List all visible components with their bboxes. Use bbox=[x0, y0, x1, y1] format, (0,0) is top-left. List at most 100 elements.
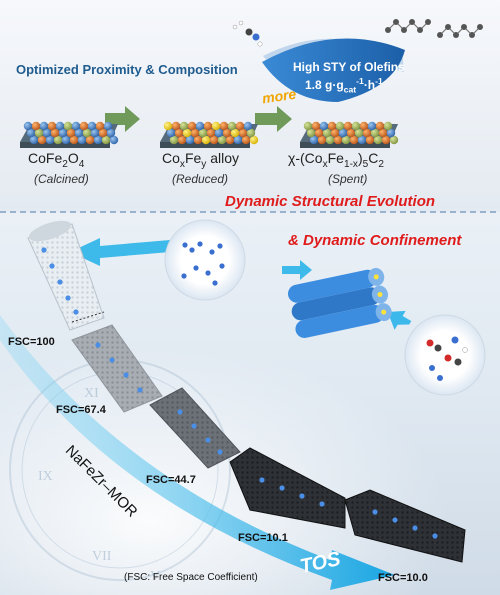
crystal-atom bbox=[77, 135, 87, 145]
crystal-atom bbox=[367, 121, 377, 131]
crystal-atom bbox=[63, 121, 73, 131]
state-spent: (Spent) bbox=[328, 172, 368, 186]
tos-arrow bbox=[0, 315, 395, 590]
formula-reduced: CoxFey alloy bbox=[162, 150, 240, 170]
crystal-atom bbox=[26, 128, 36, 138]
fsc-label-3: FSC=44.7 bbox=[146, 474, 196, 486]
channel-molecule bbox=[319, 501, 325, 507]
dynamic-confinement-title: & Dynamic Confinement bbox=[288, 232, 462, 249]
crystal-atom bbox=[351, 121, 361, 131]
arrow-to-nanorods bbox=[387, 310, 412, 330]
svg-text:XI: XI bbox=[84, 386, 99, 401]
crystal-atom bbox=[39, 121, 49, 131]
formula-spent: χ-(CoxFe1-x)5C2 bbox=[288, 150, 384, 170]
crystal-atom bbox=[389, 135, 399, 145]
crystal-atom bbox=[303, 121, 313, 131]
crystal-atom bbox=[93, 135, 103, 145]
channel-molecule bbox=[191, 423, 197, 429]
crystal-atom bbox=[53, 135, 63, 145]
crystal-atom bbox=[50, 128, 60, 138]
crystal-atom bbox=[190, 128, 200, 138]
olefin-cluster-circle bbox=[164, 219, 246, 301]
crystal-atom bbox=[219, 121, 229, 131]
channel-molecule bbox=[41, 247, 47, 253]
crystal-atom bbox=[354, 128, 364, 138]
top-title: Optimized Proximity & Composition bbox=[16, 62, 238, 77]
crystal-atom bbox=[109, 135, 119, 145]
free-space-arrow bbox=[71, 311, 105, 323]
crystal-atom bbox=[243, 121, 253, 131]
fsc-label-4: FSC=10.1 bbox=[238, 532, 288, 544]
crystal-atom bbox=[45, 135, 55, 145]
syngas-molecule-circle bbox=[404, 314, 486, 396]
crystal-atom bbox=[309, 135, 319, 145]
crystal-atom bbox=[166, 128, 176, 138]
fsc-label-2: FSC=67.4 bbox=[56, 404, 106, 416]
arrow-to-channel bbox=[70, 238, 170, 266]
channel-molecule bbox=[259, 477, 265, 483]
crystal-atom bbox=[349, 135, 359, 145]
crystal-atom bbox=[222, 128, 232, 138]
crystal-atom bbox=[103, 121, 113, 131]
crystal-atom bbox=[69, 135, 79, 145]
channel-molecule bbox=[123, 372, 129, 378]
zeolite-nanorod-bundle bbox=[287, 267, 392, 338]
crystal-atom bbox=[217, 135, 227, 145]
crystal-atom bbox=[171, 121, 181, 131]
crystal-atom bbox=[182, 128, 192, 138]
crystal-atom bbox=[325, 135, 335, 145]
crystal-atom bbox=[34, 128, 44, 138]
crystal-atom bbox=[23, 121, 33, 131]
crystal-atom bbox=[47, 121, 57, 131]
crystal-atom bbox=[177, 135, 187, 145]
crystal-atom bbox=[306, 128, 316, 138]
sty-value: 1.8 g·gcat-1·h-1 bbox=[305, 76, 383, 95]
crystal-atom bbox=[209, 135, 219, 145]
arrow-to-cluster bbox=[282, 260, 312, 280]
crystal-atom bbox=[249, 135, 259, 145]
crystal-atom bbox=[235, 121, 245, 131]
crystal-atom bbox=[341, 135, 351, 145]
crystal-atom bbox=[227, 121, 237, 131]
crystal-atom bbox=[193, 135, 203, 145]
crystal-atom bbox=[246, 128, 256, 138]
state-calcined: (Calcined) bbox=[34, 172, 89, 186]
crystal-atom bbox=[319, 121, 329, 131]
crystal-atom bbox=[106, 128, 116, 138]
crystal-atom bbox=[311, 121, 321, 131]
crystal-atom bbox=[322, 128, 332, 138]
crystal-atom bbox=[101, 135, 111, 145]
channel-molecule bbox=[137, 387, 143, 393]
fsc-label-5: FSC=10.0 bbox=[378, 572, 428, 584]
co-molecule-icon bbox=[232, 20, 263, 47]
crystal-atom bbox=[179, 121, 189, 131]
crystal-atom bbox=[333, 135, 343, 145]
crystal-atom bbox=[233, 135, 243, 145]
channel-molecule bbox=[392, 517, 398, 523]
crystal-atom bbox=[185, 135, 195, 145]
crystal-atom bbox=[203, 121, 213, 131]
crystal-atom bbox=[230, 128, 240, 138]
crystal-atom bbox=[370, 128, 380, 138]
fsc-footnote: (FSC: Free Space Coefficient) bbox=[124, 572, 258, 583]
crystal-atom bbox=[225, 135, 235, 145]
olefin-molecule-icon bbox=[385, 19, 483, 38]
channel-molecule bbox=[109, 357, 115, 363]
crystal-atom bbox=[95, 121, 105, 131]
zeolite-channel-1 bbox=[27, 220, 105, 331]
sty-title: High STY of Olefins bbox=[293, 60, 405, 74]
crystal-atom bbox=[31, 121, 41, 131]
svg-text:V: V bbox=[150, 569, 160, 584]
crystal-atom bbox=[58, 128, 68, 138]
crystal-atom bbox=[211, 121, 221, 131]
crystal-atom bbox=[87, 121, 97, 131]
crystal-atom bbox=[163, 121, 173, 131]
dynamic-evolution-title: Dynamic Structural Evolution bbox=[225, 193, 436, 210]
crystal-atom bbox=[37, 135, 47, 145]
channel-molecule bbox=[412, 525, 418, 531]
crystal-atom bbox=[214, 128, 224, 138]
crystal-atom bbox=[330, 128, 340, 138]
crystal-atom bbox=[66, 128, 76, 138]
channel-molecule bbox=[432, 533, 438, 539]
